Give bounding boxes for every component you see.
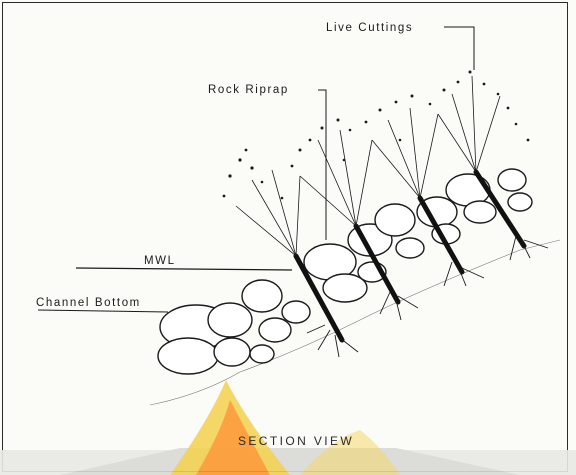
rock-riprap-leader: [318, 90, 326, 240]
rock-riprap: [158, 169, 532, 374]
rock-riprap-label: Rock Riprap: [208, 84, 289, 96]
mwl-line: [76, 268, 292, 270]
live-cuttings-leader: [444, 27, 474, 70]
mwl-label: MWL: [144, 255, 176, 267]
live-cuttings-label: Live Cuttings: [326, 22, 413, 34]
section-view-caption: SECTION VIEW: [238, 434, 354, 448]
channel-bottom-label: Channel Bottom: [36, 297, 141, 309]
watermark-emblem: [0, 380, 576, 475]
channel-bottom-line: [38, 310, 168, 312]
